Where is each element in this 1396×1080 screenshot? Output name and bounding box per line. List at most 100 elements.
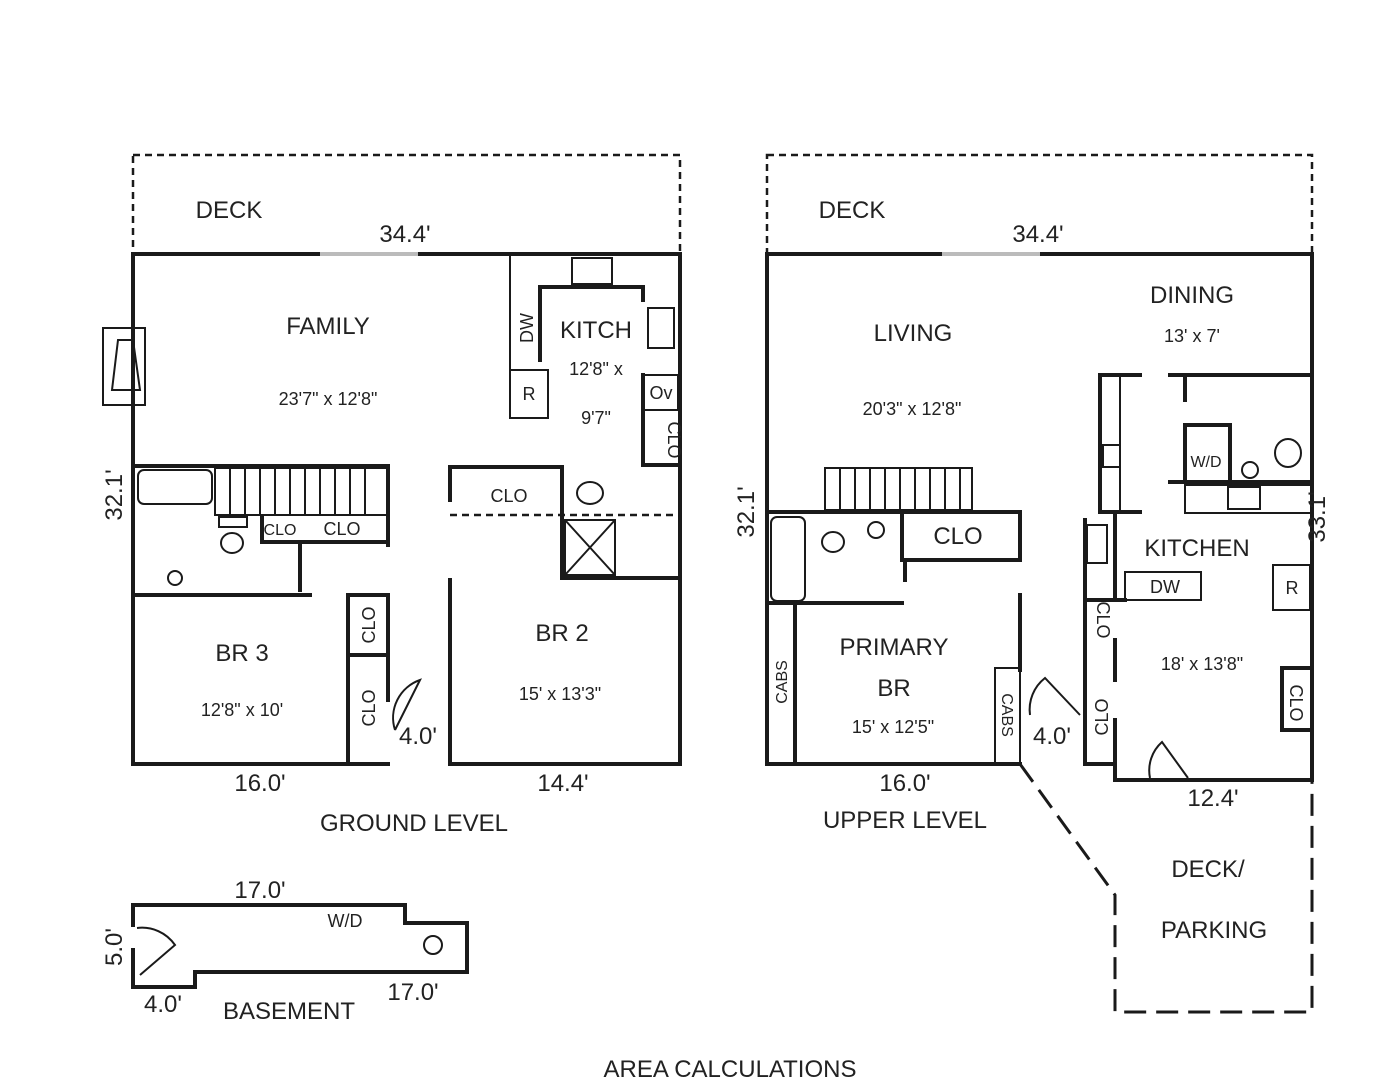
living-label: LIVING — [874, 320, 953, 347]
ground-br2-walls — [448, 465, 564, 766]
deck-parking-outline — [1018, 763, 1314, 1014]
basement-left-dimension: 4.0' — [144, 991, 182, 1018]
upper-deck-label: DECK — [819, 197, 886, 224]
basement-wd-label: W/D — [328, 911, 363, 931]
br3-label: BR 3 — [215, 640, 268, 667]
upper-dishwasher-label: DW — [1150, 577, 1180, 597]
ground-stairs — [214, 467, 389, 516]
upper-kitchen-walls — [1083, 510, 1127, 782]
door-swing-icon — [136, 926, 177, 976]
upper-hall-closet-label: CLO — [933, 523, 982, 550]
upper-stairs — [824, 467, 973, 511]
kitchen-size: 18' x 13'8" — [1161, 654, 1243, 674]
hall-closet-label: CLO — [490, 486, 527, 506]
water-heater-icon — [423, 935, 443, 955]
deck-parking-label-2: PARKING — [1161, 917, 1267, 944]
ground-bath2-walls — [560, 465, 682, 580]
sink-icon — [1102, 444, 1121, 468]
toilet-icon — [220, 532, 244, 554]
br3-closet-a-label: CLO — [359, 606, 379, 643]
upper-left-dimension: 32.1' — [733, 486, 760, 537]
bathtub-icon — [137, 469, 213, 505]
upper-right-bottom-dimension: 12.4' — [1187, 785, 1238, 812]
family-label: FAMILY — [286, 313, 370, 340]
ground-deck-label: DECK — [196, 197, 263, 224]
dishwasher-label: DW — [517, 313, 537, 343]
bath-closet-small-label: CLO — [264, 522, 297, 539]
ground-bottom-left-dimension: 16.0' — [234, 770, 285, 797]
refrigerator-label: R — [523, 384, 536, 404]
bath-closet-label: CLO — [323, 519, 360, 539]
upper-level-title: UPPER LEVEL — [823, 807, 987, 834]
toilet-icon — [821, 531, 845, 553]
sink-icon — [1086, 524, 1108, 564]
basement-bottom-dimension: 17.0' — [387, 979, 438, 1006]
washer-dryer-label: W/D — [1190, 454, 1221, 471]
fireplace-icon — [102, 327, 146, 406]
ground-bath-walls — [131, 464, 390, 547]
basement-walls — [131, 903, 469, 989]
upper-exterior-walls — [765, 252, 1314, 782]
ground-closet-walls — [260, 515, 390, 592]
ground-kitchen-counter — [509, 254, 549, 419]
kitchen-closet-2-label: CLO — [1092, 698, 1112, 735]
dining-size: 13' x 7' — [1164, 326, 1220, 346]
shower-icon — [564, 519, 616, 576]
door-swing-icon — [1028, 676, 1081, 716]
ground-side-dimension: 32.1' — [101, 469, 128, 520]
upper-primary-walls — [765, 601, 904, 766]
ground-level-title: GROUND LEVEL — [320, 810, 508, 837]
br3-size: 12'8" x 10' — [201, 700, 283, 720]
upper-right-dimension: 33.1' — [1304, 491, 1331, 542]
cabinets-right-label: CABS — [998, 693, 1015, 737]
primary-br-label: BR — [877, 675, 910, 702]
family-size: 23'7" x 12'8" — [279, 389, 378, 409]
dining-label: DINING — [1150, 282, 1234, 309]
ground-bottom-right-dimension: 14.4' — [537, 770, 588, 797]
stove-icon — [1227, 486, 1261, 510]
ground-door-dimension: 4.0' — [399, 723, 437, 750]
upper-door-dimension: 4.0' — [1033, 723, 1071, 750]
upper-dining-walls — [1098, 373, 1314, 514]
basement-side-dimension: 5.0' — [101, 928, 128, 966]
living-size: 20'3" x 12'8" — [863, 399, 962, 419]
primary-label: PRIMARY — [840, 634, 949, 661]
basement-title: BASEMENT — [223, 998, 355, 1025]
ground-br3-closets — [346, 593, 390, 766]
kitch-size-2: 9'7" — [581, 408, 611, 428]
basement-top-dimension: 17.0' — [234, 877, 285, 904]
ground-level-plan: DECK 34.4' 32.1' FAMILY 23'7" x 12'8" KI… — [101, 153, 684, 837]
upper-bottom-dimension: 16.0' — [879, 770, 930, 797]
kitchen-closet-3-label: CLO — [1286, 684, 1306, 721]
basement-plan: 17.0' W/D 5.0' 4.0' 17.0' BASEMENT — [101, 877, 469, 1025]
bathtub-icon — [770, 516, 806, 602]
cabinets-left-label: CABS — [774, 660, 791, 704]
upper-top-dimension: 34.4' — [1012, 221, 1063, 248]
toilet-icon — [1274, 438, 1302, 468]
door-swing-icon — [392, 678, 422, 731]
br2-size: 15' x 13'3" — [519, 684, 601, 704]
refrigerator-box — [1272, 564, 1311, 611]
area-calculations-heading: AREA CALCULATIONS — [604, 1056, 857, 1080]
primary-size: 15' x 12'5" — [852, 717, 934, 737]
upper-bath-walls — [765, 510, 1022, 672]
kitchen-closet-label: CLO — [664, 421, 684, 458]
cabinets-right-box — [994, 667, 1021, 765]
stove-icon — [647, 307, 675, 349]
br2-label: BR 2 — [535, 620, 588, 647]
oven-label: Ov — [649, 383, 672, 403]
door-swing-icon — [1148, 740, 1189, 779]
oven-box — [642, 374, 679, 411]
ground-top-dimension: 34.4' — [379, 221, 430, 248]
deck-parking-label-1: DECK/ — [1171, 856, 1245, 883]
light-icon — [1241, 461, 1259, 479]
dishwasher-box — [1124, 571, 1202, 601]
kitch-size-1: 12'8" x — [569, 359, 623, 379]
kitchen-label: KITCHEN — [1144, 535, 1249, 562]
kitchen-closet-1-label: CLO — [1093, 601, 1113, 638]
ground-deck-outline — [131, 153, 682, 256]
kitch-label: KITCH — [560, 317, 632, 344]
toilet-icon — [576, 481, 604, 505]
sink-icon — [571, 257, 613, 285]
